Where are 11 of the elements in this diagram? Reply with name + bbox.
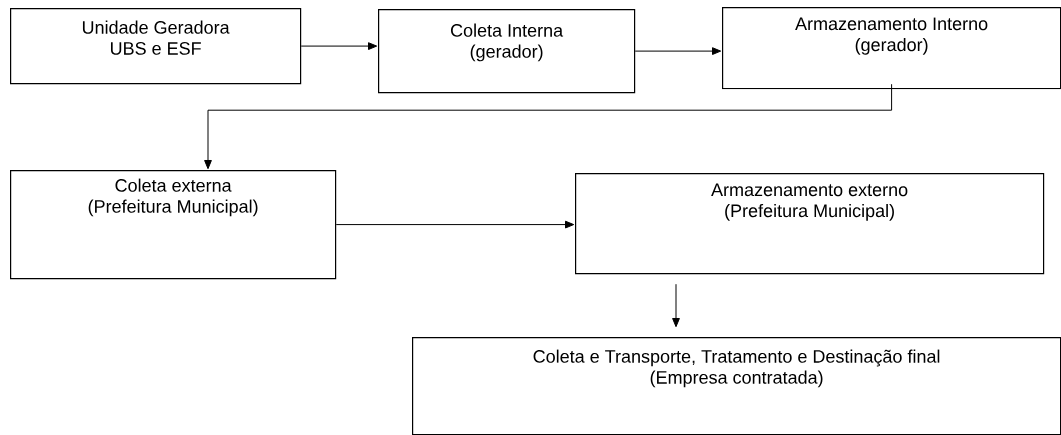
process-box: Armazenamento externo (Prefeitura Municipal) [575, 173, 1045, 275]
process-box: Unidade Geradora UBS e ESF [10, 8, 302, 85]
process-box: Armazenamento Interno (gerador) [722, 7, 1061, 90]
process-box: Coleta externa (Prefeitura Municipal) [10, 170, 337, 280]
arrow [300, 42, 378, 50]
process-box: Coleta e Transporte, Tratamento e Destinação final (Empresa contratada) [412, 337, 1061, 435]
arrow [672, 283, 680, 328]
arrow [335, 220, 575, 229]
arrow [204, 83, 893, 170]
process-box: Coleta Interna (gerador) [378, 9, 636, 94]
arrow [634, 47, 722, 55]
